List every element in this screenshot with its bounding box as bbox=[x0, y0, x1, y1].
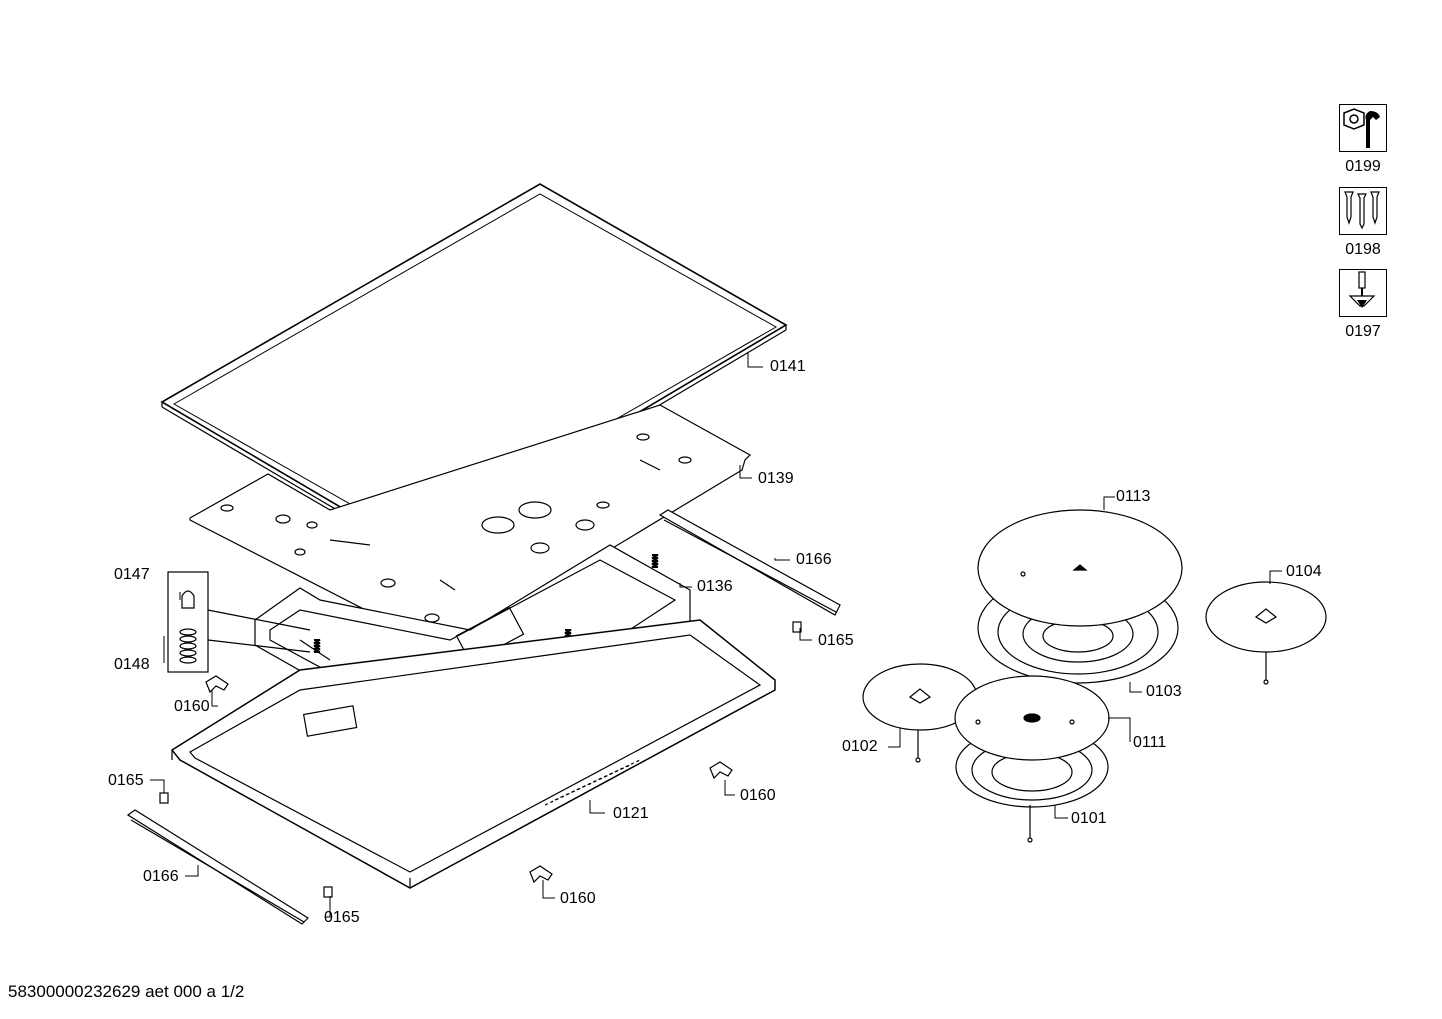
bottom-housing bbox=[170, 619, 776, 889]
label-0160-left: 0160 bbox=[174, 698, 210, 715]
document-footer-code: 58300000232629 aet 000 a 1/2 bbox=[8, 982, 245, 1001]
clips bbox=[159, 621, 802, 898]
cover-disc-0102 bbox=[862, 663, 978, 763]
cover-disc-0113 bbox=[977, 509, 1183, 627]
screws-icon bbox=[1344, 191, 1380, 230]
label-0165-right: 0165 bbox=[818, 632, 854, 649]
label-0111: 0111 bbox=[1133, 734, 1167, 751]
label-0165-left: 0165 bbox=[108, 772, 144, 789]
cover-disc-0104 bbox=[1205, 581, 1327, 685]
side-rail-left bbox=[126, 809, 309, 925]
wrench-icon bbox=[1343, 108, 1380, 148]
label-0147: 0147 bbox=[114, 566, 150, 583]
legend-code-0197: 0197 bbox=[1345, 323, 1381, 340]
side-rail-right bbox=[658, 509, 841, 616]
label-0139: 0139 bbox=[758, 470, 794, 487]
label-0121: 0121 bbox=[613, 805, 649, 822]
label-0141: 0141 bbox=[770, 358, 806, 375]
label-0166-left: 0166 bbox=[143, 868, 179, 885]
glass-top-panel bbox=[160, 183, 788, 554]
label-0103: 0103 bbox=[1146, 683, 1182, 700]
label-0165-bottom: 0165 bbox=[324, 909, 360, 926]
label-0104: 0104 bbox=[1286, 563, 1322, 580]
label-0166-right: 0166 bbox=[796, 551, 832, 568]
label-0136: 0136 bbox=[697, 578, 733, 595]
label-0101: 0101 bbox=[1071, 810, 1107, 827]
label-0148: 0148 bbox=[114, 656, 150, 673]
label-0113: 0113 bbox=[1116, 488, 1151, 505]
legend-code-0199: 0199 bbox=[1345, 158, 1381, 175]
leader-lines bbox=[150, 352, 1282, 918]
screwdriver-legend-box bbox=[1339, 269, 1387, 317]
carrier-plate bbox=[189, 404, 751, 644]
tools-legend-box bbox=[1339, 104, 1387, 152]
screwdriver-icon bbox=[1348, 271, 1376, 308]
screws-legend-box bbox=[1339, 187, 1387, 235]
legend-code-0198: 0198 bbox=[1345, 241, 1381, 258]
inset-detail-box bbox=[167, 571, 311, 673]
cover-disc-0111 bbox=[954, 675, 1110, 761]
label-0160-bottom: 0160 bbox=[560, 890, 596, 907]
label-0102: 0102 bbox=[842, 738, 878, 755]
label-0160-right: 0160 bbox=[740, 787, 776, 804]
